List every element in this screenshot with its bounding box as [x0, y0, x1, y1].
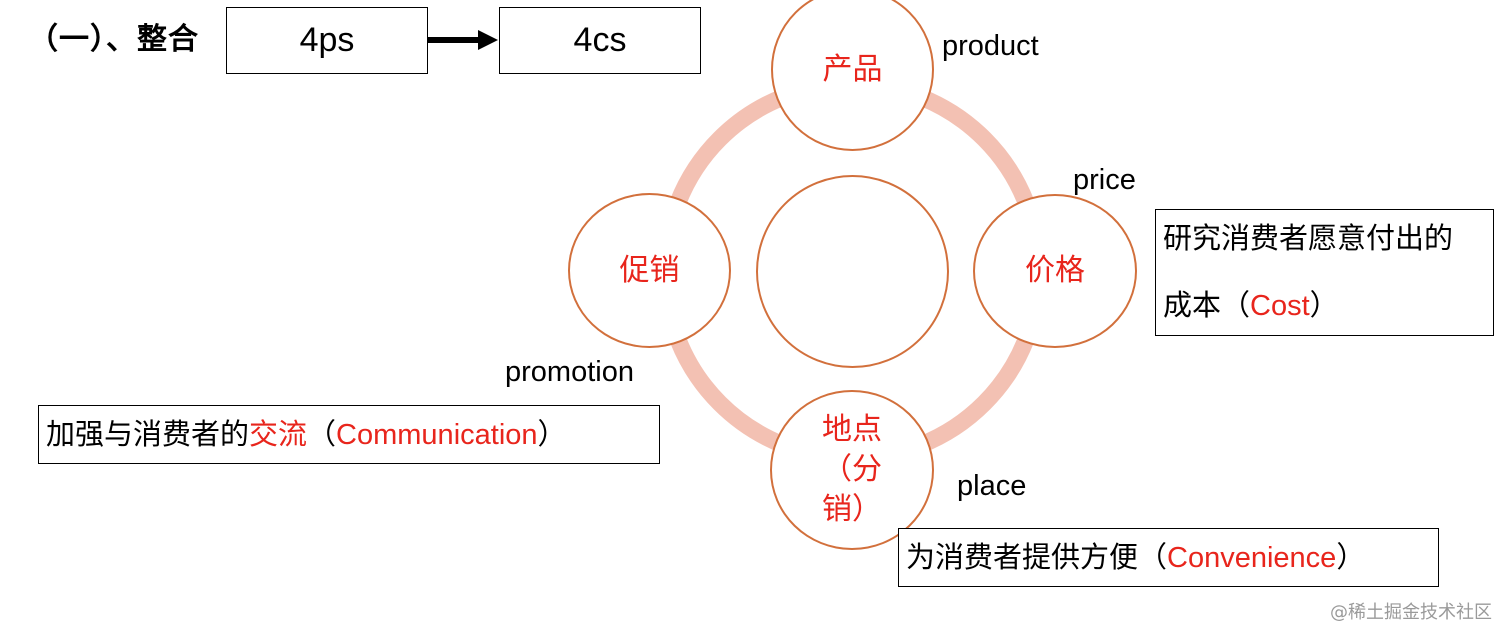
cost-suffix: ） — [1309, 288, 1339, 322]
label-promotion: promotion — [505, 356, 634, 388]
convenience-prefix: 为消费者提供方便（ — [906, 540, 1168, 574]
watermark: @稀土掘金技术社区 — [1330, 602, 1492, 623]
node-price-label: 价格 — [1025, 253, 1085, 288]
convenience-suffix: ） — [1336, 540, 1366, 574]
communication-highlight: 交流 — [249, 417, 308, 451]
node-product: 产品 — [771, 0, 934, 151]
label-place: place — [957, 470, 1027, 502]
4cs-box: 4cs — [499, 7, 701, 74]
cost-prefix: 成本（ — [1163, 288, 1251, 322]
node-place-line3: 销） — [822, 492, 882, 527]
4cs-label: 4cs — [573, 21, 627, 59]
4ps-box: 4ps — [226, 7, 428, 74]
communication-suffix: ） — [537, 417, 567, 451]
cost-line1: 研究消费者愿意付出的 — [1163, 221, 1454, 255]
cost-box: 研究消费者愿意付出的 成本（Cost） — [1155, 209, 1494, 336]
4ps-label: 4ps — [299, 21, 355, 59]
label-price: price — [1073, 164, 1136, 196]
node-promotion-label: 促销 — [619, 252, 680, 288]
convenience-text: 为消费者提供方便（Convenience） — [906, 543, 1365, 573]
convenience-keyword: Convenience — [1167, 542, 1337, 574]
flow-arrow-icon — [428, 30, 498, 50]
node-center — [756, 175, 949, 368]
section-heading: （一）、整合 — [28, 22, 199, 57]
convenience-box: 为消费者提供方便（Convenience） — [898, 528, 1439, 587]
node-product-label: 产品 — [822, 51, 883, 87]
node-place: 地点 （分 销） — [770, 390, 934, 550]
cost-line2: 成本（Cost） — [1163, 291, 1339, 321]
communication-keyword: Communication — [336, 419, 538, 451]
communication-open: （ — [307, 417, 337, 451]
node-place-line1: 地点 — [822, 412, 882, 447]
label-product: product — [942, 30, 1039, 62]
node-promotion: 促销 — [568, 193, 731, 348]
cost-keyword: Cost — [1250, 290, 1310, 322]
communication-box: 加强与消费者的交流（Communication） — [38, 405, 660, 464]
communication-prefix: 加强与消费者的 — [46, 417, 250, 451]
communication-text: 加强与消费者的交流（Communication） — [46, 420, 567, 450]
node-place-line2: （分 — [822, 452, 882, 487]
node-price: 价格 — [973, 194, 1137, 348]
